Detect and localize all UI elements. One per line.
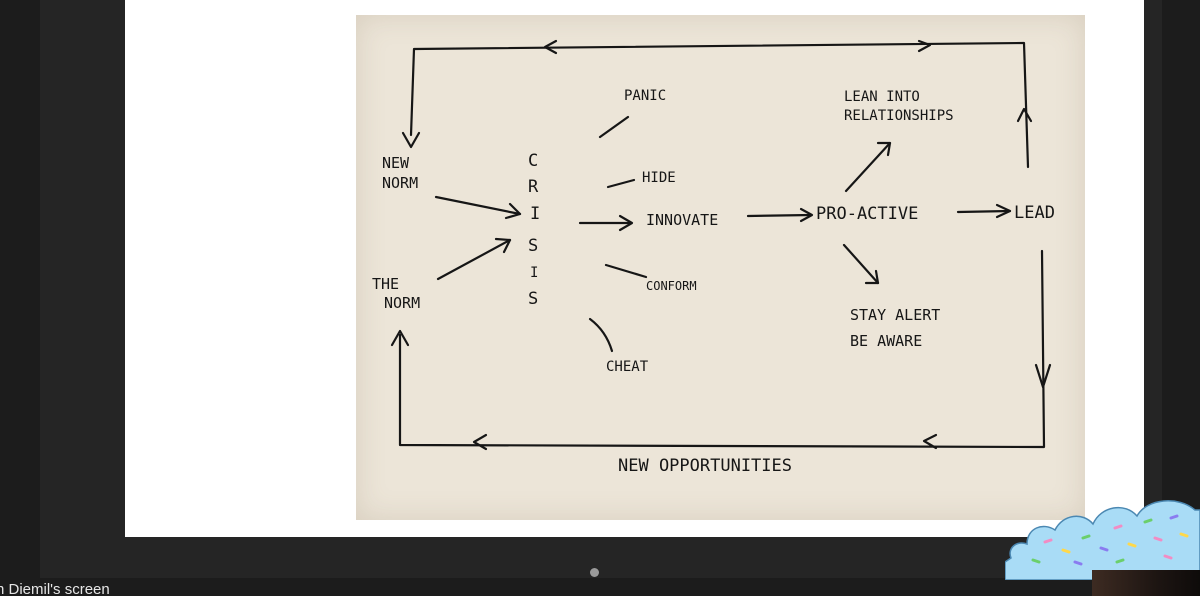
diagram-canvas: NEW NORM THE NORM C R I S I S PANIC HIDE… xyxy=(372,39,1055,476)
the-norm-label-line1: THE xyxy=(372,275,399,293)
crisis-letter-s: S xyxy=(528,236,538,256)
crisis-letter-i2: I xyxy=(530,265,538,281)
new-opportunities-label: NEW OPPORTUNITIES xyxy=(618,456,792,476)
crisis-letter-s2: S xyxy=(528,289,538,309)
screen-share-owner-label: n Diemil's screen xyxy=(0,581,110,596)
stay-alert-label-line2: BE AWARE xyxy=(850,332,922,350)
hide-label: HIDE xyxy=(642,170,676,186)
new-norm-arrowhead-icon xyxy=(504,202,522,220)
conform-stroke xyxy=(604,263,648,279)
cloud-sticker xyxy=(1004,478,1200,581)
bottom-right-arrowhead-icon xyxy=(922,433,938,450)
innovate-to-proactive-arrowhead-icon xyxy=(799,207,814,223)
innovate-label: INNOVATE xyxy=(646,211,718,229)
lean-into-label-line2: RELATIONSHIPS xyxy=(844,108,954,124)
top-left-arrowhead-icon xyxy=(543,39,558,55)
proactive-to-lead-arrow xyxy=(956,209,1012,214)
lean-into-label-line1: LEAN INTO xyxy=(844,89,920,105)
top-right-arrowhead-icon xyxy=(917,39,932,53)
lean-into-arrow xyxy=(844,141,892,193)
lead-label: LEAD xyxy=(1014,203,1055,223)
panic-stroke xyxy=(598,115,630,139)
innovate-arrowhead-icon xyxy=(618,214,634,232)
participant-video-thumbnail[interactable] xyxy=(1092,570,1200,596)
presentation-slide: NEW NORM THE NORM C R I S I S PANIC HIDE… xyxy=(125,0,1144,537)
crisis-letter-c: C xyxy=(528,151,538,171)
new-norm-arrow xyxy=(434,195,522,216)
down-right-arrowhead-icon xyxy=(1034,363,1052,389)
bottom-loop-line xyxy=(398,249,1046,449)
conform-label: CONFORM xyxy=(646,279,697,293)
stay-alert-arrow xyxy=(842,243,880,285)
the-norm-arrowhead-icon xyxy=(494,237,512,254)
pro-active-label: PRO-ACTIVE xyxy=(816,204,918,224)
top-loop-line xyxy=(409,41,1030,169)
hand-drawn-diagram: NEW NORM THE NORM C R I S I S PANIC HIDE… xyxy=(356,15,1085,520)
crisis-letter-i: I xyxy=(530,204,540,224)
new-norm-label-line2: NORM xyxy=(382,174,418,192)
proactive-to-lead-arrowhead-icon xyxy=(995,203,1012,219)
cheat-label: CHEAT xyxy=(606,359,649,375)
up-to-top-arrowhead-icon xyxy=(1016,107,1033,123)
shared-screen-area: NEW NORM THE NORM C R I S I S PANIC HIDE… xyxy=(40,0,1162,578)
the-norm-arrow xyxy=(436,238,512,281)
down-to-new-norm-arrowhead-icon xyxy=(401,131,421,149)
the-norm-label-line2: NORM xyxy=(384,294,420,312)
hide-stroke xyxy=(606,178,636,189)
lean-into-arrowhead-icon xyxy=(876,141,892,157)
stay-alert-label-line1: STAY ALERT xyxy=(850,306,940,324)
bottom-left-arrowhead-icon xyxy=(472,433,488,451)
stay-alert-arrowhead-icon xyxy=(864,269,880,285)
cheat-stroke xyxy=(588,317,614,353)
innovate-to-proactive-arrow xyxy=(746,213,813,218)
new-norm-label-line1: NEW xyxy=(382,154,410,172)
page-indicator-dot[interactable] xyxy=(590,568,599,577)
up-to-the-norm-arrowhead-icon xyxy=(390,329,410,347)
crisis-letter-r: R xyxy=(528,177,539,197)
cloud-icon xyxy=(1004,500,1200,581)
panic-label: PANIC xyxy=(624,88,666,104)
